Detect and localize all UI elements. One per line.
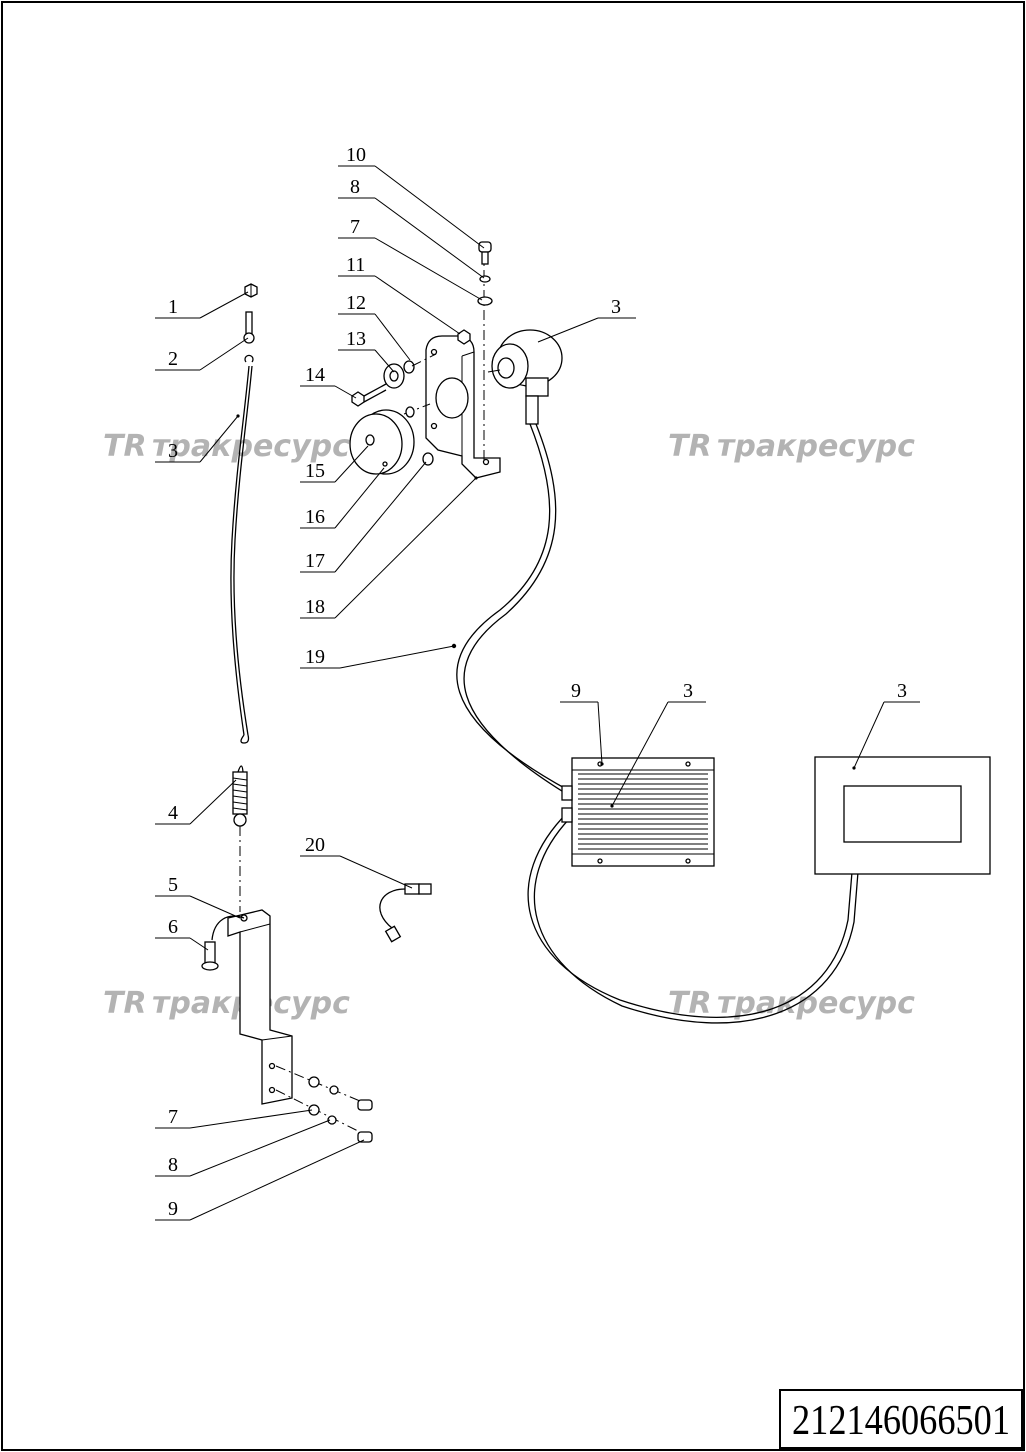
leader-lines (155, 165, 920, 1221)
lock-washer-part (479, 275, 491, 283)
watermark-3: TR тракресурс (103, 986, 350, 1021)
pulley-part (349, 403, 431, 475)
bracket-part (227, 909, 293, 1105)
spring-part (232, 765, 248, 827)
mount-plate-part (425, 335, 501, 479)
nut-11-part (457, 329, 471, 345)
callout-15: 15 (305, 460, 325, 482)
tr-logo-icon: TR (668, 986, 712, 1021)
screw-10-part (478, 241, 492, 265)
callout-12: 12 (346, 292, 366, 314)
callout-20: 20 (305, 834, 325, 856)
display-unit-part (814, 756, 991, 875)
cable-part (230, 354, 254, 744)
callout-8: 8 (168, 1154, 178, 1176)
drawing-number: 212146066501 (792, 1398, 1010, 1444)
bolt-14-part (351, 383, 387, 407)
callout-3: 3 (683, 680, 693, 702)
controller-box-part (561, 757, 715, 867)
connector-part (379, 883, 432, 943)
callout-3: 3 (611, 296, 621, 318)
callout-18: 18 (305, 596, 325, 618)
callout-7: 7 (168, 1106, 178, 1128)
tr-logo-icon: TR (668, 429, 712, 464)
callout-labels: 1 2 3 4 5 6 7 8 9 10 8 7 11 12 13 14 15 … (168, 144, 907, 1220)
watermark-2: TR тракресурс (668, 429, 915, 464)
bearing-part (383, 363, 405, 389)
watermark-4: TR тракресурс (668, 986, 915, 1021)
bushing-part (403, 353, 437, 374)
flat-washer-part (477, 296, 493, 306)
callout-8: 8 (350, 176, 360, 198)
heat-sink-fins (578, 773, 708, 850)
tr-logo-icon: TR (103, 986, 147, 1021)
drawing-number-box: 212146066501 (779, 1389, 1023, 1449)
callout-11: 11 (346, 254, 365, 276)
callout-13: 13 (346, 328, 366, 350)
callout-5: 5 (168, 874, 178, 896)
callout-1: 1 (168, 296, 178, 318)
callout-17: 17 (305, 550, 325, 572)
callout-2: 2 (168, 348, 178, 370)
nut-part (244, 283, 258, 298)
callout-3: 3 (897, 680, 907, 702)
callout-9: 9 (571, 680, 581, 702)
callout-19: 19 (305, 646, 325, 668)
callout-10: 10 (346, 144, 366, 166)
callout-6: 6 (168, 916, 178, 938)
watermark-1: TR тракресурс (103, 429, 350, 464)
callout-4: 4 (168, 802, 178, 824)
bracket-fasteners (275, 1065, 373, 1143)
watermark-text: тракресурс (717, 429, 915, 464)
spacer-part (405, 406, 415, 418)
callout-3: 3 (168, 440, 178, 462)
callout-14: 14 (305, 364, 325, 386)
rotary-sensor-part (487, 329, 563, 425)
eye-bolt-part (243, 311, 255, 344)
callout-7: 7 (350, 216, 360, 238)
callout-9: 9 (168, 1198, 178, 1220)
tr-logo-icon: TR (103, 429, 147, 464)
pin-part (201, 915, 245, 971)
callout-16: 16 (305, 506, 325, 528)
watermark-text: тракресурс (152, 429, 350, 464)
cable-harness (456, 423, 859, 1024)
